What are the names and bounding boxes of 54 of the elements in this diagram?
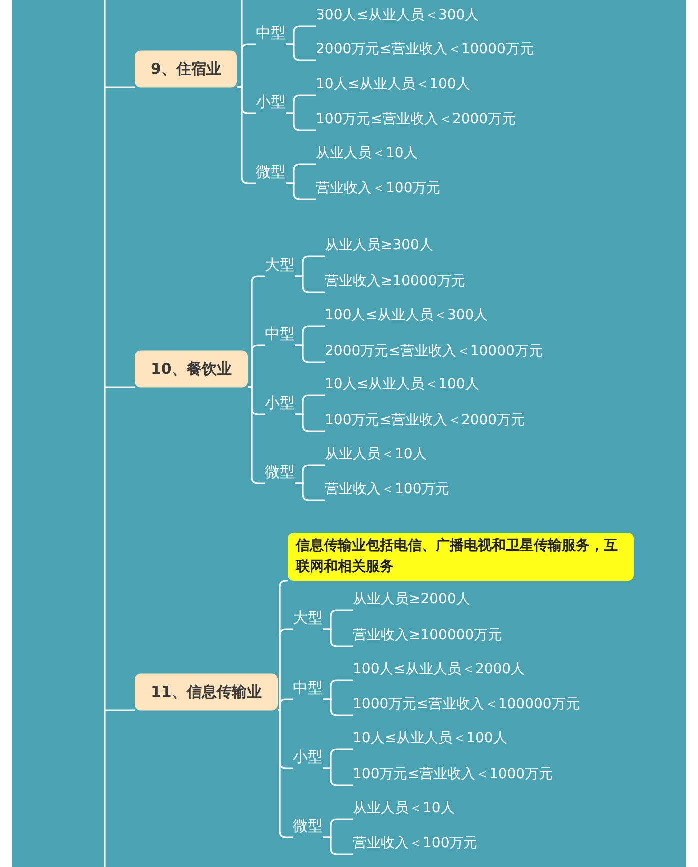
connector-line <box>323 628 353 648</box>
criterion-text: 从业人员＜10人 <box>353 798 455 820</box>
size-label: 小型 <box>293 746 323 768</box>
connector-line <box>323 698 353 716</box>
criterion-text: 从业人员＜10人 <box>325 444 427 466</box>
connector-line <box>104 0 136 88</box>
size-label: 大型 <box>265 254 295 276</box>
connector-line <box>248 344 265 388</box>
connector-line <box>104 86 136 388</box>
size-label: 微型 <box>256 160 286 184</box>
connector-line <box>286 112 316 132</box>
criterion-text: 营业收入≥10000万元 <box>325 272 466 292</box>
criterion-text: 10人≤从业人员＜100人 <box>325 374 480 396</box>
criterion-text: 营业收入＜100万元 <box>325 480 450 500</box>
connector-line <box>104 386 136 867</box>
size-label: 大型 <box>293 606 323 630</box>
criterion-text: 营业收入≥100000万元 <box>353 626 502 646</box>
connector-line <box>286 44 316 62</box>
connector-line <box>323 768 353 786</box>
criterion-text: 从业人员≥300人 <box>325 236 434 256</box>
criterion-text: 100人≤从业人员＜2000人 <box>353 660 526 680</box>
criterion-text: 从业人员≥2000人 <box>353 590 470 610</box>
size-label: 中型 <box>293 676 323 700</box>
category-box: 10、餐饮业 <box>135 350 248 388</box>
criterion-text: 1000万元≤营业收入＜100000万元 <box>353 694 580 716</box>
criterion-text: 100万元≤营业收入＜2000万元 <box>316 110 516 130</box>
size-label: 中型 <box>256 22 286 44</box>
criterion-text: 100人≤从业人员＜300人 <box>325 306 488 326</box>
connector-line <box>295 414 325 432</box>
criterion-text: 10人≤从业人员＜100人 <box>316 74 470 96</box>
connector-line <box>286 182 316 200</box>
connector-line <box>278 710 293 838</box>
category-box: 9、住宿业 <box>135 50 238 88</box>
criterion-text: 2000万元≤营业收入＜10000万元 <box>316 40 534 60</box>
size-label: 小型 <box>256 90 286 114</box>
criterion-text: 营业收入＜100万元 <box>353 834 478 854</box>
note-box: 信息传输业包括电信、广播电视和卫星传输服务，互联网和相关服务 <box>288 533 634 581</box>
criterion-text: 10人≤从业人员＜100人 <box>353 728 508 750</box>
size-label: 中型 <box>265 322 295 346</box>
connector-line <box>295 344 325 364</box>
connector-line <box>295 482 325 502</box>
criterion-text: 从业人员＜10人 <box>316 144 418 164</box>
connector-line <box>278 698 293 712</box>
connector-line <box>295 276 325 294</box>
category-box: 11、信息传输业 <box>135 674 278 710</box>
criterion-text: 100万元≤营业收入＜1000万元 <box>353 764 554 786</box>
criterion-text: 2000万元≤营业收入＜10000万元 <box>325 342 543 362</box>
criterion-text: 100万元≤营业收入＜2000万元 <box>325 410 526 432</box>
size-label: 微型 <box>265 460 295 484</box>
size-label: 微型 <box>293 814 323 838</box>
criterion-text: 300人≤从业人员＜300人 <box>316 6 480 26</box>
connector-line <box>323 836 353 856</box>
criterion-text: 营业收入＜100万元 <box>316 178 441 200</box>
size-label: 小型 <box>265 392 295 414</box>
